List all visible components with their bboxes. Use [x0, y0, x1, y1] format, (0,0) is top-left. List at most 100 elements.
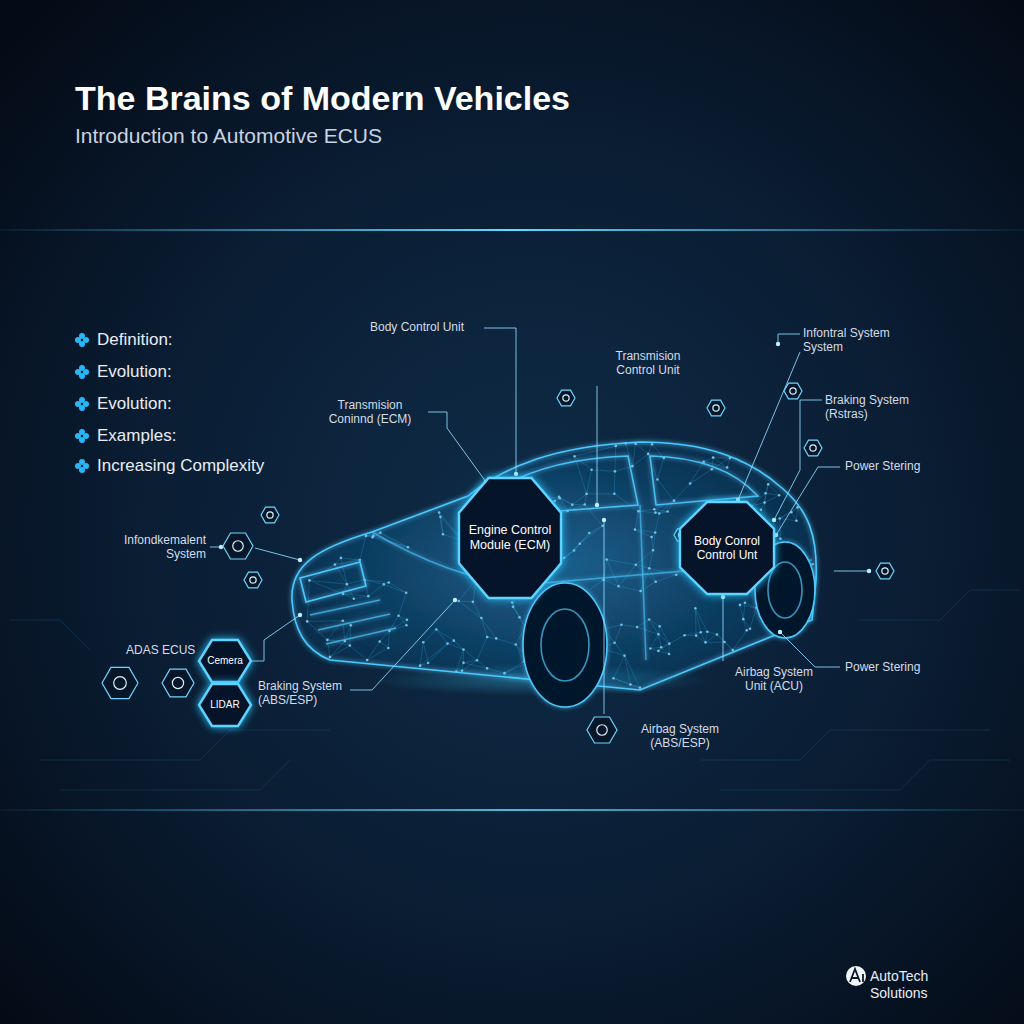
ecu-octagon: Engine Control Module (ECM) — [459, 478, 561, 598]
icon-hexagon — [557, 390, 575, 406]
leader-line — [738, 352, 800, 500]
callout-label: Braking System (Rstras) — [825, 393, 925, 422]
icon-hexagon — [804, 440, 822, 456]
callout-label: Infontral System System — [803, 326, 915, 355]
circuit-trace — [860, 590, 1020, 620]
callout-label: Body Control Unit — [370, 320, 464, 334]
icon-hexagon — [261, 507, 279, 523]
icon-hexagon — [784, 383, 802, 399]
leader-line — [780, 632, 840, 667]
callout-label: Power Stering — [845, 660, 920, 674]
icon-glyph — [810, 445, 816, 451]
logo-circle — [846, 966, 866, 986]
bullet-text: Definition: — [97, 330, 173, 350]
icons — [75, 333, 894, 986]
leader-dot — [776, 342, 780, 346]
icon-hexagon — [707, 400, 725, 416]
icon-glyph — [250, 577, 256, 583]
leader-line — [428, 412, 486, 482]
brand-name: AutoTech Solutions — [870, 968, 980, 1002]
callout-label: Infondkemalent System — [100, 533, 206, 562]
divider-line — [0, 809, 1024, 811]
circuit-trace — [720, 760, 1010, 790]
node-text: Cemera — [207, 655, 243, 667]
icon-hexagon — [876, 563, 894, 579]
leader-line — [484, 328, 516, 474]
circuit-trace — [60, 760, 290, 790]
callout-label: Braking System (ABS/ESP) — [258, 679, 358, 708]
car-window — [650, 456, 758, 505]
circuit-trace — [40, 730, 330, 760]
icon-glyph — [172, 677, 183, 688]
car-rim — [768, 562, 802, 618]
circuit-trace — [700, 730, 990, 760]
sensor-hexagon: LIDAR — [199, 684, 251, 726]
icon-glyph — [882, 568, 888, 574]
bullet-marker — [75, 337, 81, 343]
ecu-octagon: Body Conrol Control Unt — [680, 502, 774, 594]
leader-dot — [453, 598, 457, 602]
callout-label: Power Stering — [845, 459, 920, 473]
node-text: LIDAR — [210, 699, 239, 711]
leader-line — [723, 597, 724, 661]
icon-glyph — [233, 541, 244, 552]
car-wheel — [523, 583, 607, 707]
node-body: Engine Control Module (ECM) — [467, 523, 553, 553]
icon-hexagon — [162, 669, 194, 697]
bullet-marker — [75, 433, 81, 439]
node-text: Engine Control Module (ECM) — [467, 523, 553, 553]
node-text: Body Conrol Control Unt — [688, 534, 766, 563]
icon-glyph — [114, 677, 127, 690]
leader-dot — [298, 558, 302, 562]
leader-line — [597, 386, 598, 505]
logo-glyph — [850, 969, 863, 982]
leader-dot — [602, 518, 606, 522]
leader-dot — [298, 613, 302, 617]
title: The Brains of Modern Vehicles — [75, 78, 570, 119]
bullet-marker — [75, 463, 81, 469]
node-shape — [199, 684, 251, 726]
icon-hexagon — [223, 533, 253, 559]
leader-dot — [595, 503, 599, 507]
leader-line — [778, 334, 800, 344]
leader-dot — [867, 569, 871, 573]
icon-glyph — [790, 388, 796, 394]
icon-hexagon — [102, 667, 138, 698]
icon-glyph — [713, 405, 719, 411]
leader-dot — [514, 472, 518, 476]
icon-hexagon — [244, 572, 262, 588]
node-shape — [459, 478, 561, 598]
subtitle: Introduction to Automotive ECUS — [75, 123, 382, 148]
leader-line — [774, 400, 822, 520]
logo-mark — [846, 966, 866, 986]
callout-label: Airbag System (ABS/ESP) — [632, 722, 728, 751]
leader-line — [834, 571, 869, 572]
icon-hexagon — [587, 717, 617, 743]
leader-line — [255, 548, 300, 560]
leader-line — [776, 467, 840, 535]
bullet-text: Increasing Complexity — [97, 456, 264, 476]
callout-label: Airbag System Unit (ACU) — [726, 665, 822, 694]
bullet-marker — [75, 369, 81, 375]
leader-dot — [721, 595, 725, 599]
bullet-markers — [75, 333, 89, 473]
leader-line — [350, 600, 455, 690]
leader-line — [604, 520, 605, 714]
icon-glyph — [267, 512, 273, 518]
callout-label: Transmision Control Unit — [600, 349, 696, 378]
divider-line — [0, 229, 1024, 231]
leader-line — [252, 615, 300, 661]
callout-label: Transmision Coninnd (ECM) — [318, 398, 422, 427]
node-shape — [680, 502, 774, 594]
icon-glyph — [563, 395, 569, 401]
node-body: Cemera — [207, 655, 243, 667]
leader-dot — [772, 518, 776, 522]
leader-lines — [210, 328, 871, 714]
icon-glyph — [597, 725, 608, 736]
car-grille — [310, 600, 396, 644]
bullet-marker — [75, 401, 81, 407]
circuit-trace — [10, 620, 90, 650]
leader-dot — [219, 545, 223, 549]
